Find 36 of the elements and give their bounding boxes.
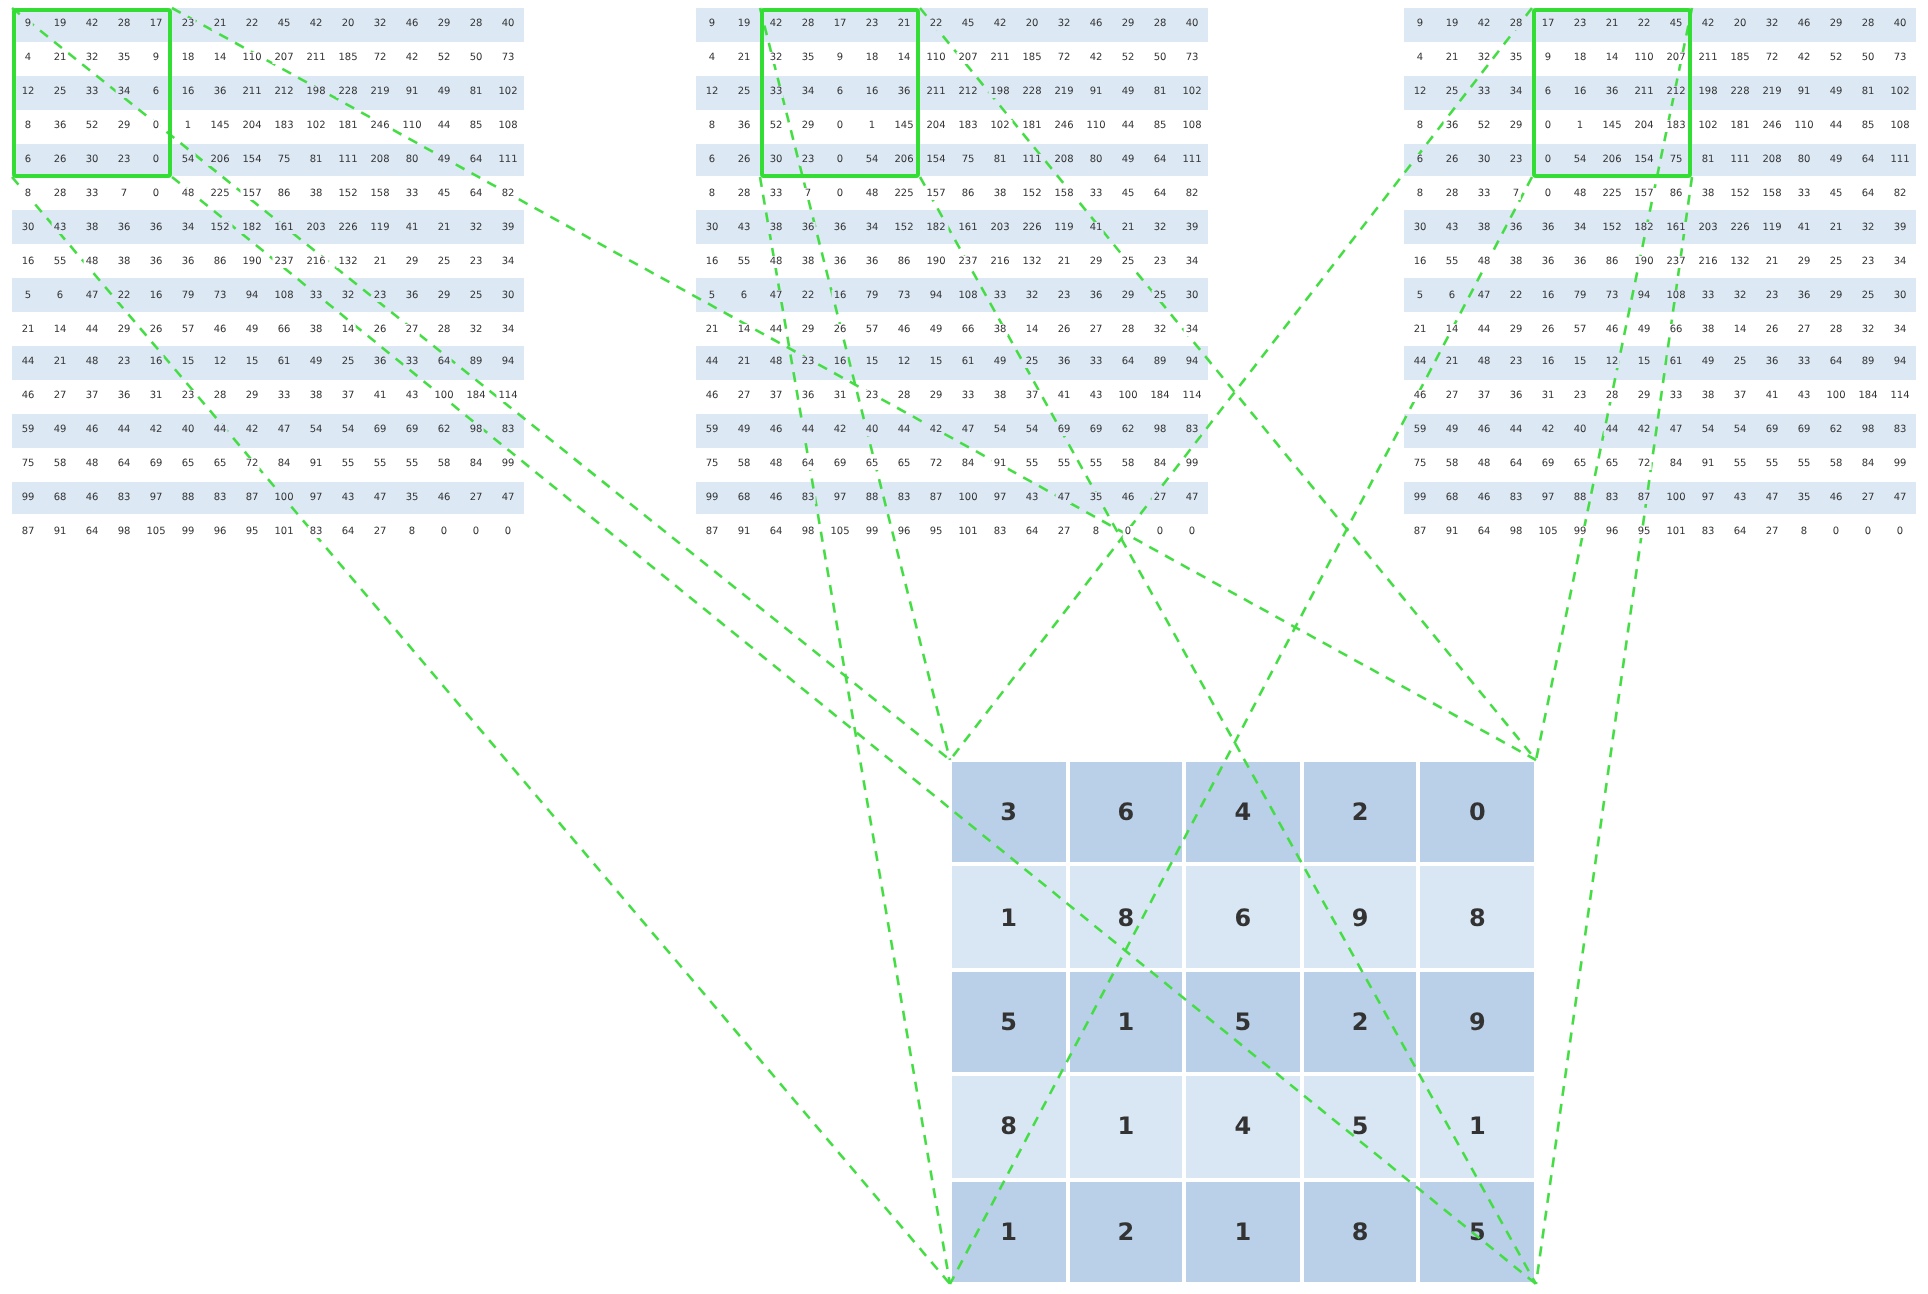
kernel-cell: 5 (1184, 969, 1302, 1075)
kernel-cell: 1 (1067, 1074, 1185, 1180)
kernel-cell: 1 (1418, 1074, 1536, 1180)
dashed-line (1534, 176, 1694, 1285)
dashed-line (1534, 7, 1694, 761)
kernel-cell: 9 (1301, 864, 1419, 970)
kernel-cell: 8 (1418, 864, 1536, 970)
kernel-cell: 2 (1301, 760, 1419, 865)
dashed-line (758, 176, 952, 1285)
highlight-box (12, 8, 172, 177)
kernel-cell: 0 (1418, 760, 1536, 865)
dashed-line (171, 176, 1537, 1285)
kernel-cell: 5 (950, 969, 1068, 1075)
kernel-cell: 8 (950, 1074, 1068, 1180)
kernel-cell: 8 (1301, 1179, 1419, 1284)
dashed-line (171, 6, 1537, 762)
kernel-cell: 2 (1301, 969, 1419, 1075)
highlight-box (1532, 8, 1692, 177)
kernel-cell: 1 (1184, 1179, 1302, 1284)
dashed-line (11, 7, 951, 761)
highlight-box (760, 8, 920, 177)
kernel-cell: 2 (1067, 1179, 1185, 1284)
kernel-cell: 6 (1067, 760, 1185, 865)
dashed-line (758, 7, 952, 761)
kernel-cell: 1 (950, 864, 1068, 970)
kernel-cell: 9 (1418, 969, 1536, 1075)
kernel-cell: 4 (1184, 760, 1302, 865)
dashed-line (11, 176, 951, 1285)
kernel-cell: 1 (950, 1179, 1068, 1284)
kernel-cell: 4 (1184, 1074, 1302, 1180)
kernel-cell: 6 (1184, 864, 1302, 970)
kernel-cell: 1 (1067, 969, 1185, 1075)
kernel-cell: 5 (1301, 1074, 1419, 1180)
kernel-grid (950, 760, 1536, 1284)
kernel-cell: 3 (950, 760, 1068, 865)
kernel-cell: 8 (1067, 864, 1185, 970)
